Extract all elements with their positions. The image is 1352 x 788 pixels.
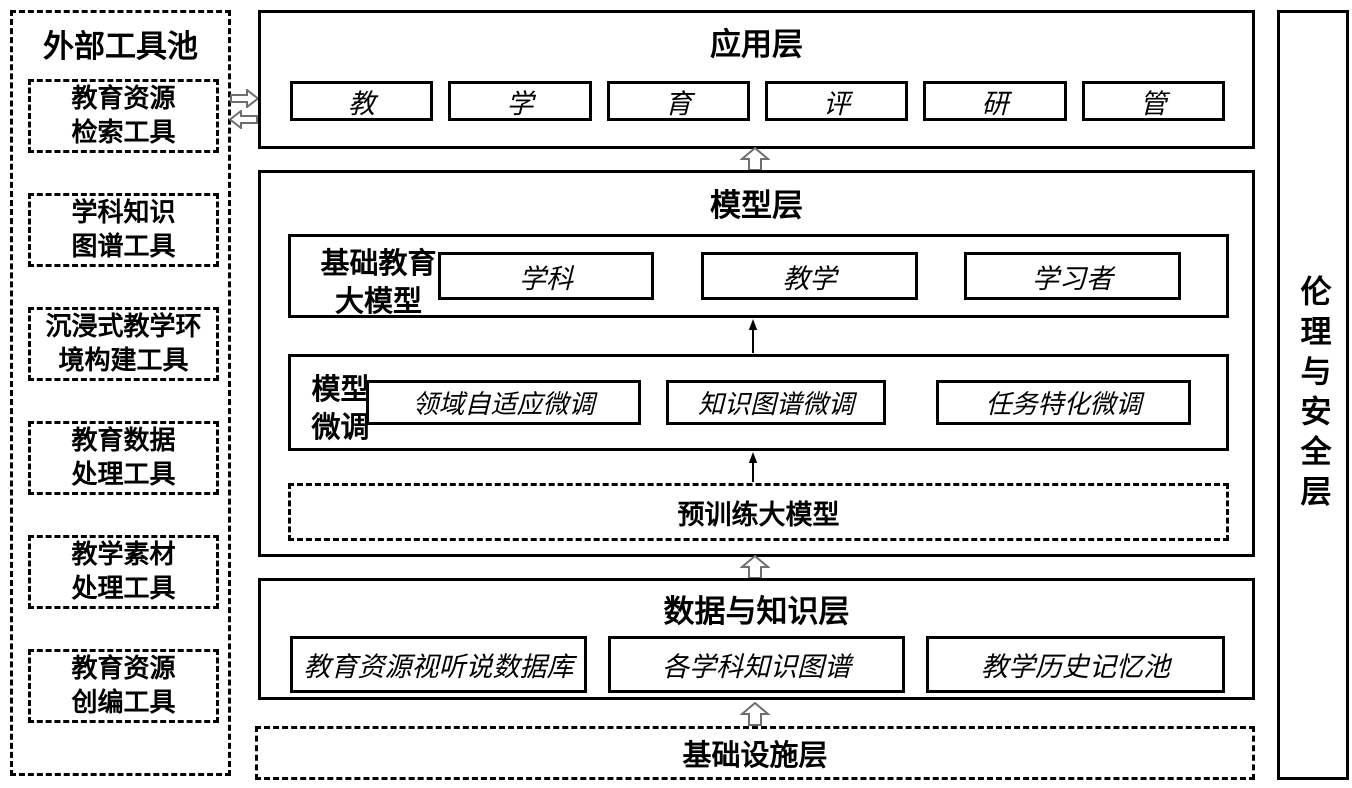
finetune-label: 模型 微调: [311, 374, 370, 444]
data-to-model-up-arrow-icon: [740, 555, 770, 579]
application-layer: 应用层 教 学 育 评 研 管: [258, 10, 1255, 149]
model-layer-title: 模型层: [710, 188, 803, 223]
infrastructure-layer: 基础设施层: [255, 726, 1255, 780]
tool-item-teaching-material-processing: 教学素材 处理工具: [28, 535, 219, 609]
tool-item-subject-knowledge-graph: 学科知识 图谱工具: [28, 193, 219, 267]
finetune-box-task-specific: 任务特化微调: [936, 380, 1191, 425]
finetune-to-foundation-arrow-icon: [746, 319, 760, 354]
pretrained-to-finetune-arrow-icon: [746, 452, 760, 483]
app-box-research: 研: [923, 81, 1067, 121]
external-tools-list: 教育资源 检索工具 学科知识 图谱工具 沉浸式教学环 境构建工具 教育数据 处理…: [28, 79, 219, 763]
model-to-app-up-arrow-icon: [740, 147, 770, 171]
app-box-manage: 管: [1081, 81, 1225, 121]
app-box-cultivate: 育: [606, 81, 750, 121]
pretrained-model-box: 预训练大模型: [288, 483, 1229, 541]
external-tools-title: 外部工具池: [43, 29, 198, 64]
ethics-security-layer: 伦理与安全层: [1277, 10, 1349, 780]
finetune-box-domain-adaptive: 领域自适应微调: [366, 380, 641, 425]
data-box-subject-knowledge-graph: 各学科知识图谱: [608, 636, 905, 693]
tool-item-immersive-env-builder: 沉浸式教学环 境构建工具: [28, 307, 219, 381]
foundation-box-subject: 学科: [438, 252, 654, 300]
data-box-teaching-history-memory: 教学历史记忆池: [926, 636, 1225, 693]
infra-to-data-up-arrow-icon: [740, 702, 770, 726]
foundation-model-label: 基础教育 大模型: [320, 248, 437, 318]
ethics-security-layer-title: 伦理与安全层: [1295, 275, 1331, 515]
tool-item-edu-resource-authoring: 教育资源 创编工具: [28, 649, 219, 723]
finetune-box-knowledge-graph: 知识图谱微调: [666, 380, 886, 425]
model-layer: 模型层 基础教育 大模型 学科 教学 学习者 模型 微调 领域自适应微调 知识图…: [258, 170, 1255, 557]
app-box-teach: 教: [290, 81, 434, 121]
foundation-box-learner: 学习者: [964, 252, 1181, 300]
application-boxes-row: 教 学 育 评 研 管: [290, 81, 1225, 121]
foundation-model-row: 基础教育 大模型 学科 教学 学习者: [288, 234, 1229, 318]
app-box-learn: 学: [448, 81, 592, 121]
foundation-box-teaching: 教学: [701, 252, 918, 300]
data-box-av-database: 教育资源视听说数据库: [290, 636, 587, 693]
external-tools-panel: 外部工具池 教育资源 检索工具 学科知识 图谱工具 沉浸式教学环 境构建工具 教…: [10, 10, 231, 776]
data-knowledge-layer: 数据与知识层 教育资源视听说数据库 各学科知识图谱 教学历史记忆池: [258, 578, 1255, 700]
tool-item-edu-data-processing: 教育数据 处理工具: [28, 421, 219, 495]
data-knowledge-layer-title: 数据与知识层: [663, 594, 850, 629]
tools-to-app-right-arrow-icon: [230, 89, 259, 108]
tool-item-edu-resource-search: 教育资源 检索工具: [28, 79, 219, 153]
finetune-row: 模型 微调 领域自适应微调 知识图谱微调 任务特化微调: [288, 354, 1229, 451]
app-box-evaluate: 评: [764, 81, 909, 121]
application-layer-title: 应用层: [710, 27, 803, 62]
app-to-tools-left-arrow-icon: [229, 110, 258, 129]
